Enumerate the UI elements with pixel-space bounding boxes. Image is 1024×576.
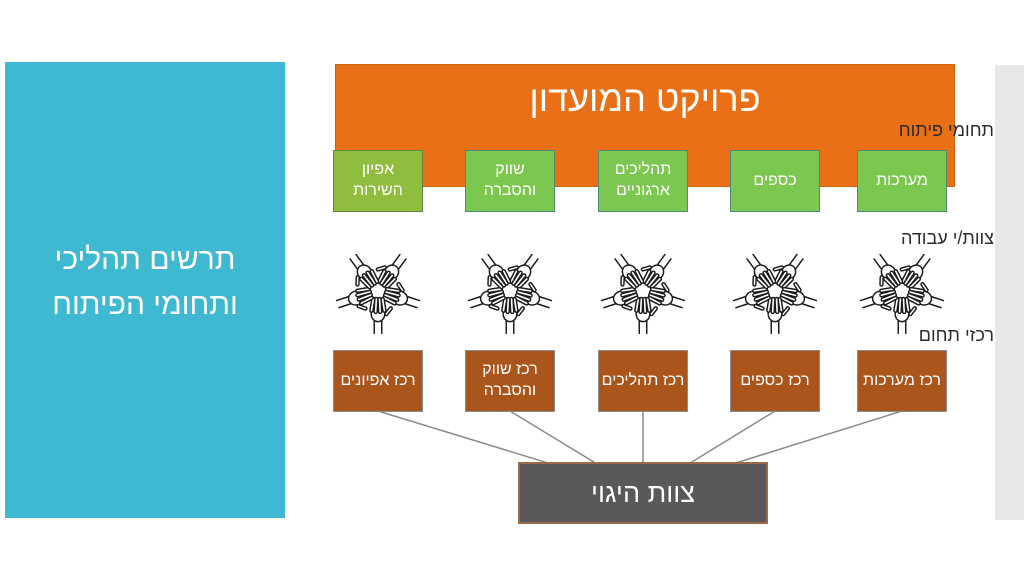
area-box-org-processes: תהליכים ארגוניים xyxy=(598,150,688,212)
steering-team-label: צוות היגוי xyxy=(591,477,695,508)
area-box-service-spec: אפיון השירות xyxy=(333,150,423,212)
project-banner-title: פרויקט המועדון xyxy=(529,78,761,119)
area-box-marketing: שווק והסברה xyxy=(465,150,555,212)
coordinator-box-systems: רכז מערכות xyxy=(857,350,947,412)
label-area-coordinators: רכזי תחום xyxy=(918,325,994,345)
hands-teamwork-icon xyxy=(599,247,687,335)
slide-title-panel: תרשים תהליכי ותחומי הפיתוח xyxy=(5,62,285,518)
coordinator-box-marketing: רכז שווק והסברה xyxy=(465,350,555,412)
area-box-finance: כספים xyxy=(730,150,820,212)
slide-title-line1: תרשים תהליכי xyxy=(54,243,236,276)
coordinator-box-finance: רכז כספים xyxy=(730,350,820,412)
coordinator-box-processes: רכז תהליכים xyxy=(598,350,688,412)
right-edge-strip xyxy=(995,65,1024,520)
coordinator-box-specs: רכז אפיונים xyxy=(333,350,423,412)
steering-team-box: צוות היגוי xyxy=(518,462,768,524)
hands-teamwork-icon xyxy=(466,247,554,335)
label-development-areas: תחומי פיתוח xyxy=(898,120,994,140)
area-box-systems: מערכות xyxy=(857,150,947,212)
hands-teamwork-icon xyxy=(731,247,819,335)
hands-teamwork-icon xyxy=(334,247,422,335)
label-work-teams: צוות/י עבודה xyxy=(900,228,994,248)
slide-title-line2: ותחומי הפיתוח xyxy=(52,288,238,321)
hands-teamwork-icon xyxy=(858,247,946,335)
